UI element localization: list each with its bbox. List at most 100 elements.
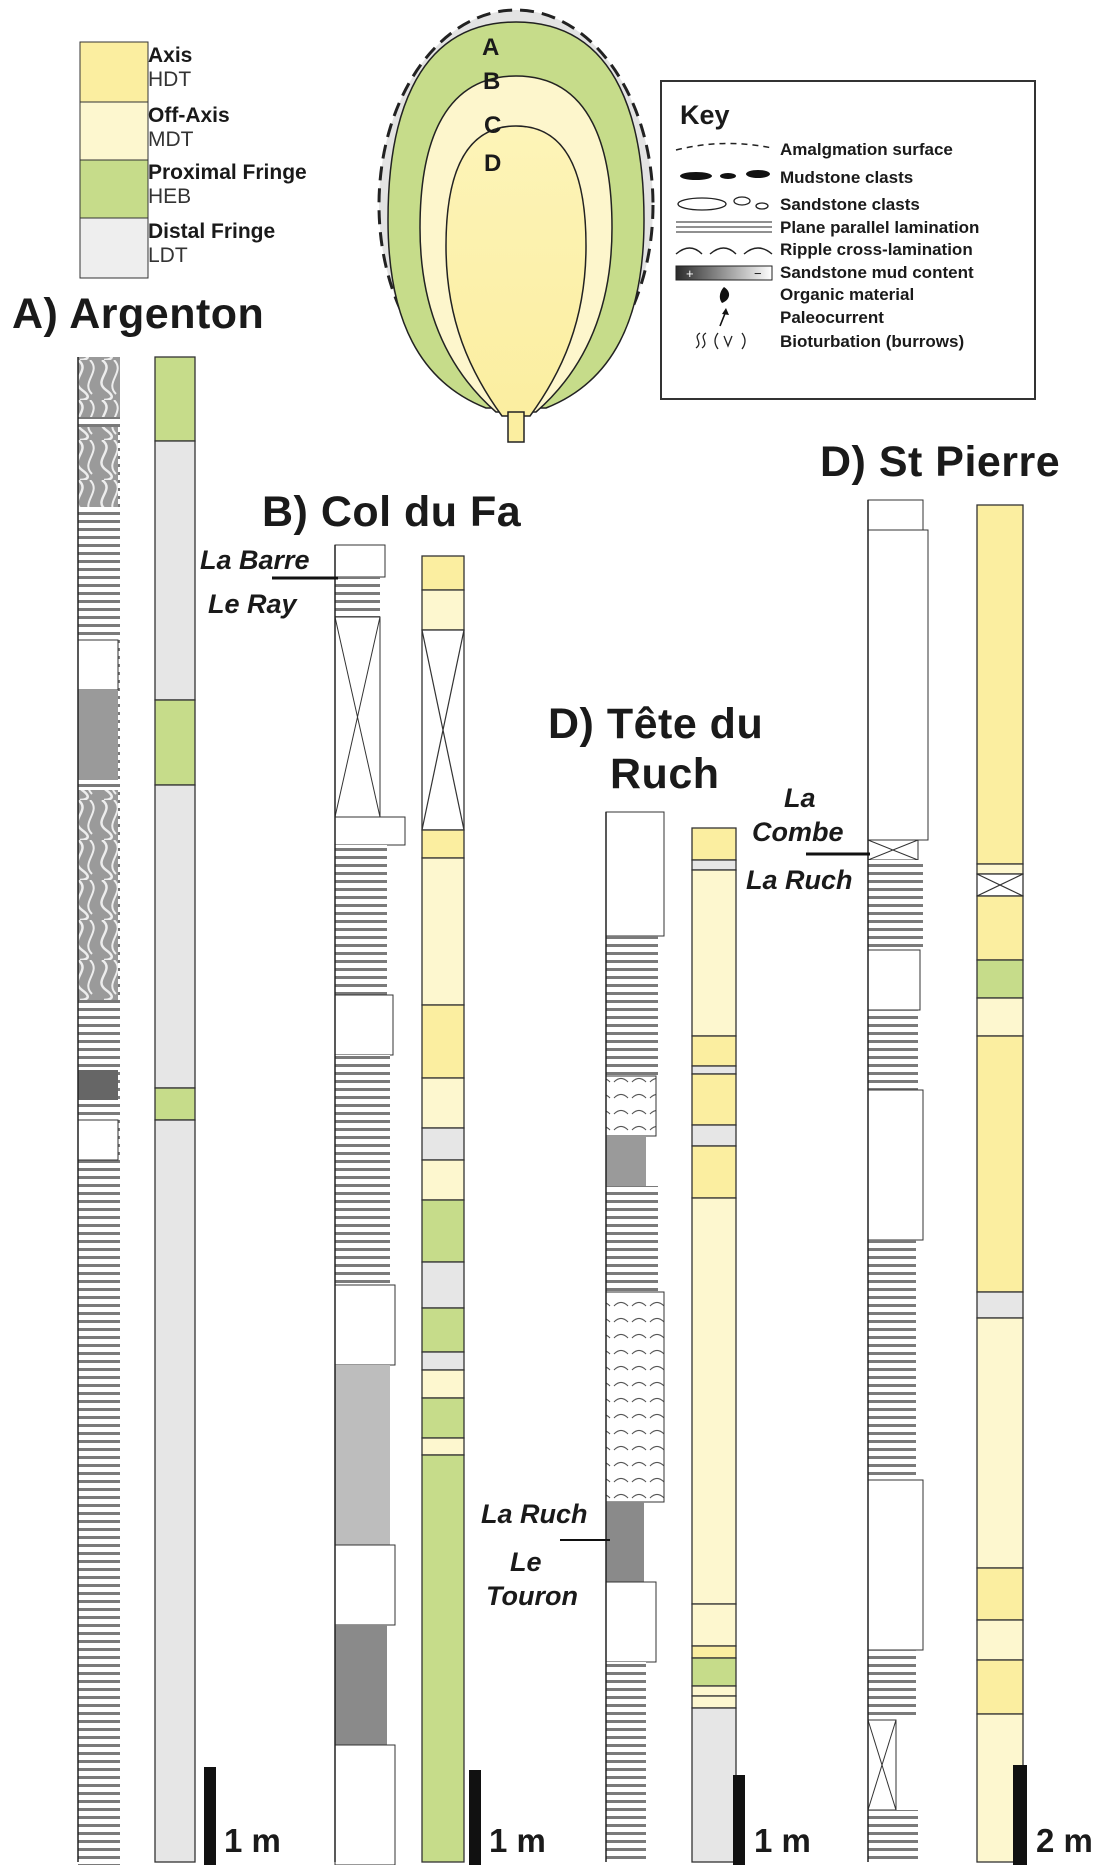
facies-legend — [79, 41, 149, 279]
facies-column-tete-du-ruch — [691, 827, 737, 1863]
facies-column-st-pierre — [976, 504, 1024, 1863]
facies-unit-distal-fringe — [421, 1351, 465, 1371]
facies-unit-proximal-fringe — [154, 356, 196, 442]
lobe-zone-label-d: D — [484, 150, 502, 177]
arrow-icon — [719, 308, 729, 327]
facies-unit-off-axis — [691, 1197, 737, 1605]
parallel-lines-icon — [676, 221, 772, 233]
facies-unit-off-axis — [421, 1437, 465, 1456]
section-title-tete-du-ruch-line1: D) Tête du — [548, 700, 764, 748]
facies-unit-off-axis — [976, 1317, 1024, 1569]
member-la: La — [784, 783, 816, 813]
facies-column-col-du-fa — [421, 555, 465, 1863]
facies-unit-distal-fringe — [976, 1291, 1024, 1319]
facies-unit-axis — [421, 1004, 465, 1079]
facies-unit-proximal-fringe — [421, 1199, 465, 1263]
facies-unit-distal-fringe — [691, 1065, 737, 1075]
unexposed-cross-line — [976, 873, 1024, 897]
member-la-ruch-tdr: La Ruch — [481, 1499, 588, 1529]
mud-plus-sign: + — [686, 266, 694, 281]
facies-unit-proximal-fringe — [154, 699, 196, 786]
facies-unit-distal-fringe — [691, 1707, 737, 1863]
member-le-ray: Le Ray — [208, 589, 297, 619]
facies-unit-distal-fringe — [154, 784, 196, 1089]
facies-unit-off-axis — [976, 1619, 1024, 1661]
ripple-icon — [675, 247, 773, 255]
facies-unit-off-axis — [421, 589, 465, 631]
facies-unit-axis — [976, 1567, 1024, 1621]
legend-text-off-axis: Off-Axis MDT — [148, 104, 230, 152]
facies-unit-axis — [691, 827, 737, 861]
facies-unit-proximal-fringe — [154, 1087, 196, 1121]
section-title-st-pierre: D) St Pierre — [820, 438, 1061, 486]
member-le: Le — [510, 1547, 542, 1577]
legend-facies-code: MDT — [148, 128, 194, 151]
legend-text-proximal-fringe: Proximal Fringe HEB — [148, 161, 307, 209]
lobe-zone-label-c: C — [484, 112, 502, 139]
legend-facies-name: Axis — [148, 44, 193, 67]
scale-label-st-pierre: 2 m — [1036, 1822, 1093, 1859]
facies-unit-proximal-fringe — [421, 1307, 465, 1353]
facies-unit-axis — [976, 895, 1024, 961]
mudstone-clasts-icon — [680, 170, 770, 180]
unexposed-cross-line — [421, 629, 465, 831]
legend-facies-name: Off-Axis — [148, 104, 230, 127]
key-item-label: Sandstone mud content — [780, 263, 974, 282]
facies-unit-axis — [421, 829, 465, 859]
facies-unit-off-axis — [421, 857, 465, 1006]
facies-unit-axis — [976, 1035, 1024, 1293]
mud-minus-sign: − — [754, 266, 762, 281]
scale-label-argenton: 1 m — [224, 1822, 281, 1859]
scale-bar-st-pierre — [1013, 1765, 1027, 1865]
legend-facies-code: HEB — [148, 185, 192, 208]
member-combe: Combe — [752, 817, 844, 847]
facies-unit-distal-fringe — [691, 1124, 737, 1147]
scale-bar-tete-du-ruch — [733, 1775, 745, 1865]
facies-unit-proximal-fringe — [421, 1397, 465, 1439]
key-item-label: Organic material — [780, 285, 915, 304]
log-st-pierre — [867, 499, 929, 1862]
key-item-label: Paleocurrent — [780, 308, 884, 327]
log-tete-du-ruch — [605, 811, 665, 1862]
facies-unit-distal-fringe — [421, 1261, 465, 1309]
facies-unit-proximal-fringe — [691, 1657, 737, 1687]
gradient-bar-icon: +− — [675, 265, 773, 281]
key-item-label: Amalgmation surface — [780, 140, 953, 159]
dashed-line-icon — [675, 142, 773, 151]
key-item-label: Ripple cross-lamination — [780, 240, 973, 259]
legend-facies-name: Distal Fringe — [148, 220, 276, 243]
facies-unit-proximal-fringe — [976, 959, 1024, 999]
sandstone-clasts-icon — [677, 196, 769, 211]
scale-bar-col-du-fa — [469, 1770, 481, 1865]
facies-unit-off-axis — [976, 863, 1024, 875]
scale-bar-argenton — [204, 1767, 216, 1865]
facies-unit-off-axis — [691, 1603, 737, 1647]
facies-unit-distal-fringe — [154, 440, 196, 701]
scale-label-tete-du-ruch: 1 m — [754, 1822, 811, 1859]
facies-unit-axis — [976, 1659, 1024, 1715]
key-item-label: Bioturbation (burrows) — [780, 332, 965, 351]
legend-text-axis: Axis HDT — [148, 44, 192, 92]
facies-unit-distal-fringe — [421, 1127, 465, 1161]
facies-unit-axis — [691, 1145, 737, 1199]
facies-unit-off-axis — [421, 1159, 465, 1201]
key-item-label: Sandstone clasts — [780, 195, 920, 214]
section-title-argenton: A) Argenton — [12, 290, 265, 338]
facies-unit-axis — [691, 1035, 737, 1067]
legend-facies-name: Proximal Fringe — [148, 161, 307, 184]
lobe-zone-label-a: A — [482, 34, 500, 61]
legend-text-distal-fringe: Distal Fringe LDT — [148, 220, 275, 268]
legend-facies-code: HDT — [148, 68, 192, 91]
leaf-icon — [719, 287, 730, 303]
facies-unit-off-axis — [691, 1695, 737, 1709]
facies-unit-axis — [421, 555, 465, 591]
key-item-label: Mudstone clasts — [780, 168, 914, 187]
member-la-barre: La Barre — [200, 545, 310, 575]
facies-unit-off-axis — [691, 1685, 737, 1697]
legend-facies-code: LDT — [148, 244, 188, 267]
lobe-zone-label-b: B — [483, 68, 501, 95]
burrow-icon — [695, 332, 746, 350]
facies-unit-axis — [691, 1073, 737, 1126]
member-touron: Touron — [486, 1581, 578, 1611]
